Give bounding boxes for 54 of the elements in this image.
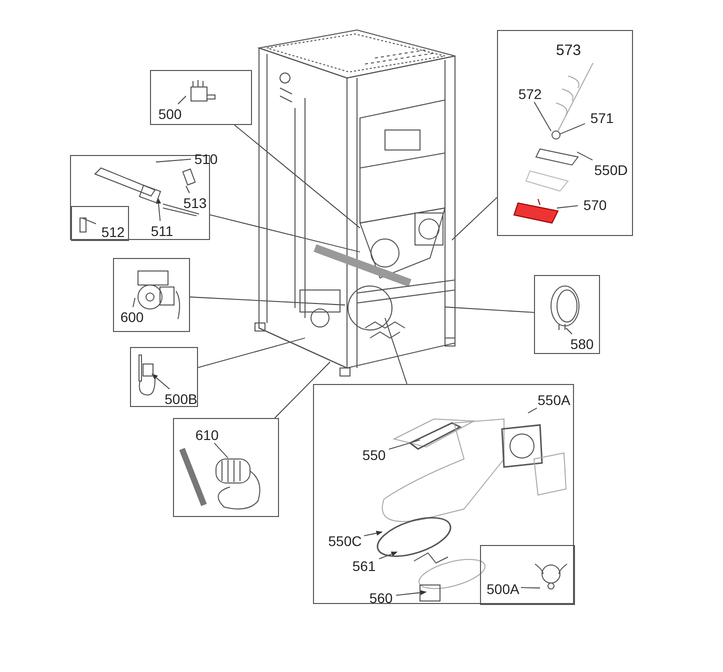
callout-number: 570: [579, 196, 611, 214]
leader-line: [388, 440, 420, 450]
callout-number: 500B: [161, 390, 201, 408]
connector-line: [198, 338, 306, 368]
inset-panel: [130, 347, 198, 407]
leader-line: [186, 186, 190, 194]
callout-number: 573: [556, 43, 582, 58]
inset-panel: [71, 206, 129, 241]
callout-number: 572: [514, 85, 546, 103]
callout-number: 500A: [483, 580, 523, 598]
callout-number: 550D: [591, 161, 631, 179]
inset-panel: [173, 418, 279, 517]
leader-line: [132, 298, 136, 308]
leader-line: [378, 552, 398, 560]
leader-line: [156, 197, 162, 222]
leader-line: [178, 96, 186, 104]
callout-number: 571: [586, 109, 618, 127]
callout-number: 550: [358, 446, 390, 464]
connector-line: [210, 214, 360, 252]
connector-line: [190, 296, 346, 306]
callout-number: 600: [116, 308, 148, 326]
leader-line: [556, 205, 578, 208]
callout-number: 500: [154, 105, 186, 123]
callout-number: 512: [98, 224, 128, 240]
connector-line: [274, 362, 330, 418]
leader-line: [560, 123, 586, 134]
leader-line: [566, 328, 572, 334]
callout-number: 561: [348, 557, 380, 575]
inset-panel: [534, 275, 600, 354]
connector-line: [444, 306, 534, 313]
leader-line: [396, 590, 427, 596]
leader-line: [364, 530, 383, 536]
leader-line: [82, 218, 96, 224]
leader-line: [534, 102, 552, 132]
callout-number: 550C: [325, 532, 365, 550]
inset-panel: [150, 70, 252, 125]
callout-number: 560: [365, 589, 397, 607]
connector-line: [234, 124, 360, 228]
leader-line: [528, 408, 538, 414]
connector-line: [452, 196, 498, 240]
leader-line: [520, 587, 540, 588]
inset-panel: [497, 30, 633, 236]
leader-line: [576, 152, 593, 160]
leader-line: [152, 374, 170, 390]
callout-number: 550A: [534, 391, 574, 409]
callout-number: 610: [191, 426, 223, 444]
inset-panel: [113, 258, 190, 332]
leader-line: [214, 442, 228, 458]
callout-number: 580: [566, 335, 598, 353]
callout-number: 511: [146, 222, 178, 240]
callout-number: 513: [179, 194, 211, 212]
inset-panel: [313, 384, 574, 604]
inset-panel: [480, 545, 575, 605]
connector-line: [384, 318, 408, 384]
